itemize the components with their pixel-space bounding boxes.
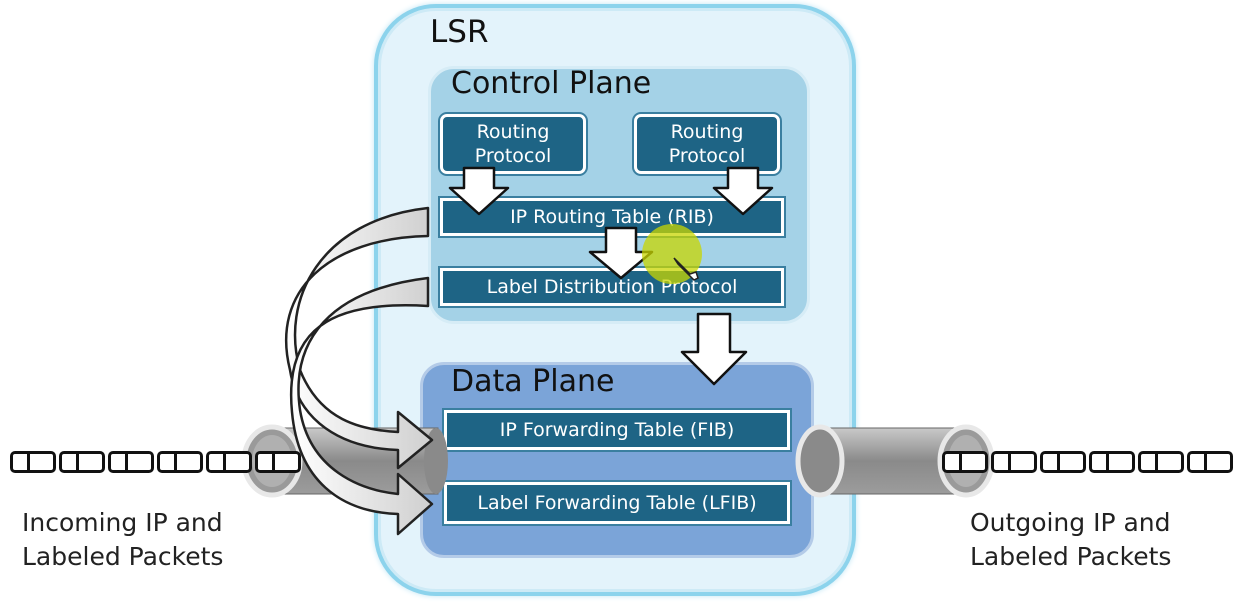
fib-label: IP Forwarding Table (FIB): [499, 419, 735, 441]
routing-protocol-label-right: Routing Protocol: [668, 121, 746, 167]
packet: [206, 451, 252, 473]
label-forwarding-table-box: Label Forwarding Table (LFIB): [444, 482, 790, 524]
rib-to-fib-curved-arrow: [284, 206, 434, 470]
packet: [1040, 451, 1086, 473]
packet: [10, 451, 56, 473]
incoming-label-line2: Labeled Packets: [22, 542, 224, 571]
packet: [1138, 451, 1184, 473]
packet: [108, 451, 154, 473]
packet: [1187, 451, 1233, 473]
packet: [942, 451, 988, 473]
packet: [991, 451, 1037, 473]
outgoing-label-line2: Labeled Packets: [970, 542, 1172, 571]
outgoing-label: Outgoing IP and Labeled Packets: [970, 506, 1171, 574]
packet: [1089, 451, 1135, 473]
data-plane-panel: [420, 362, 814, 558]
packet: [255, 451, 301, 473]
control-plane-title: Control Plane: [451, 66, 652, 101]
packet: [59, 451, 105, 473]
down-arrow-rp1-to-rib: [448, 166, 510, 216]
routing-protocol-box-right: Routing Protocol: [634, 114, 780, 174]
incoming-label: Incoming IP and Labeled Packets: [22, 506, 223, 574]
lsr-title: LSR: [430, 14, 489, 50]
ip-routing-table-box: IP Routing Table (RIB): [440, 198, 784, 236]
down-arrow-rib-to-ldp: [588, 226, 654, 280]
lfib-label: Label Forwarding Table (LFIB): [477, 492, 757, 514]
down-arrow-rp2-to-rib: [712, 166, 774, 216]
packet: [157, 451, 203, 473]
ldp-to-lfib-curved-arrow: [289, 276, 434, 536]
routing-protocol-box-left: Routing Protocol: [440, 114, 586, 174]
outgoing-label-line1: Outgoing IP and: [970, 508, 1171, 537]
incoming-label-line1: Incoming IP and: [22, 508, 223, 537]
pen-cursor-icon: [673, 257, 699, 281]
outgoing-pipe: [795, 424, 995, 498]
rib-label: IP Routing Table (RIB): [510, 206, 714, 228]
down-arrow-control-to-data: [680, 312, 748, 386]
ip-forwarding-table-box: IP Forwarding Table (FIB): [444, 410, 790, 450]
data-plane-title: Data Plane: [451, 364, 615, 399]
pointer-highlight: [642, 224, 702, 284]
routing-protocol-label-left: Routing Protocol: [474, 121, 552, 167]
